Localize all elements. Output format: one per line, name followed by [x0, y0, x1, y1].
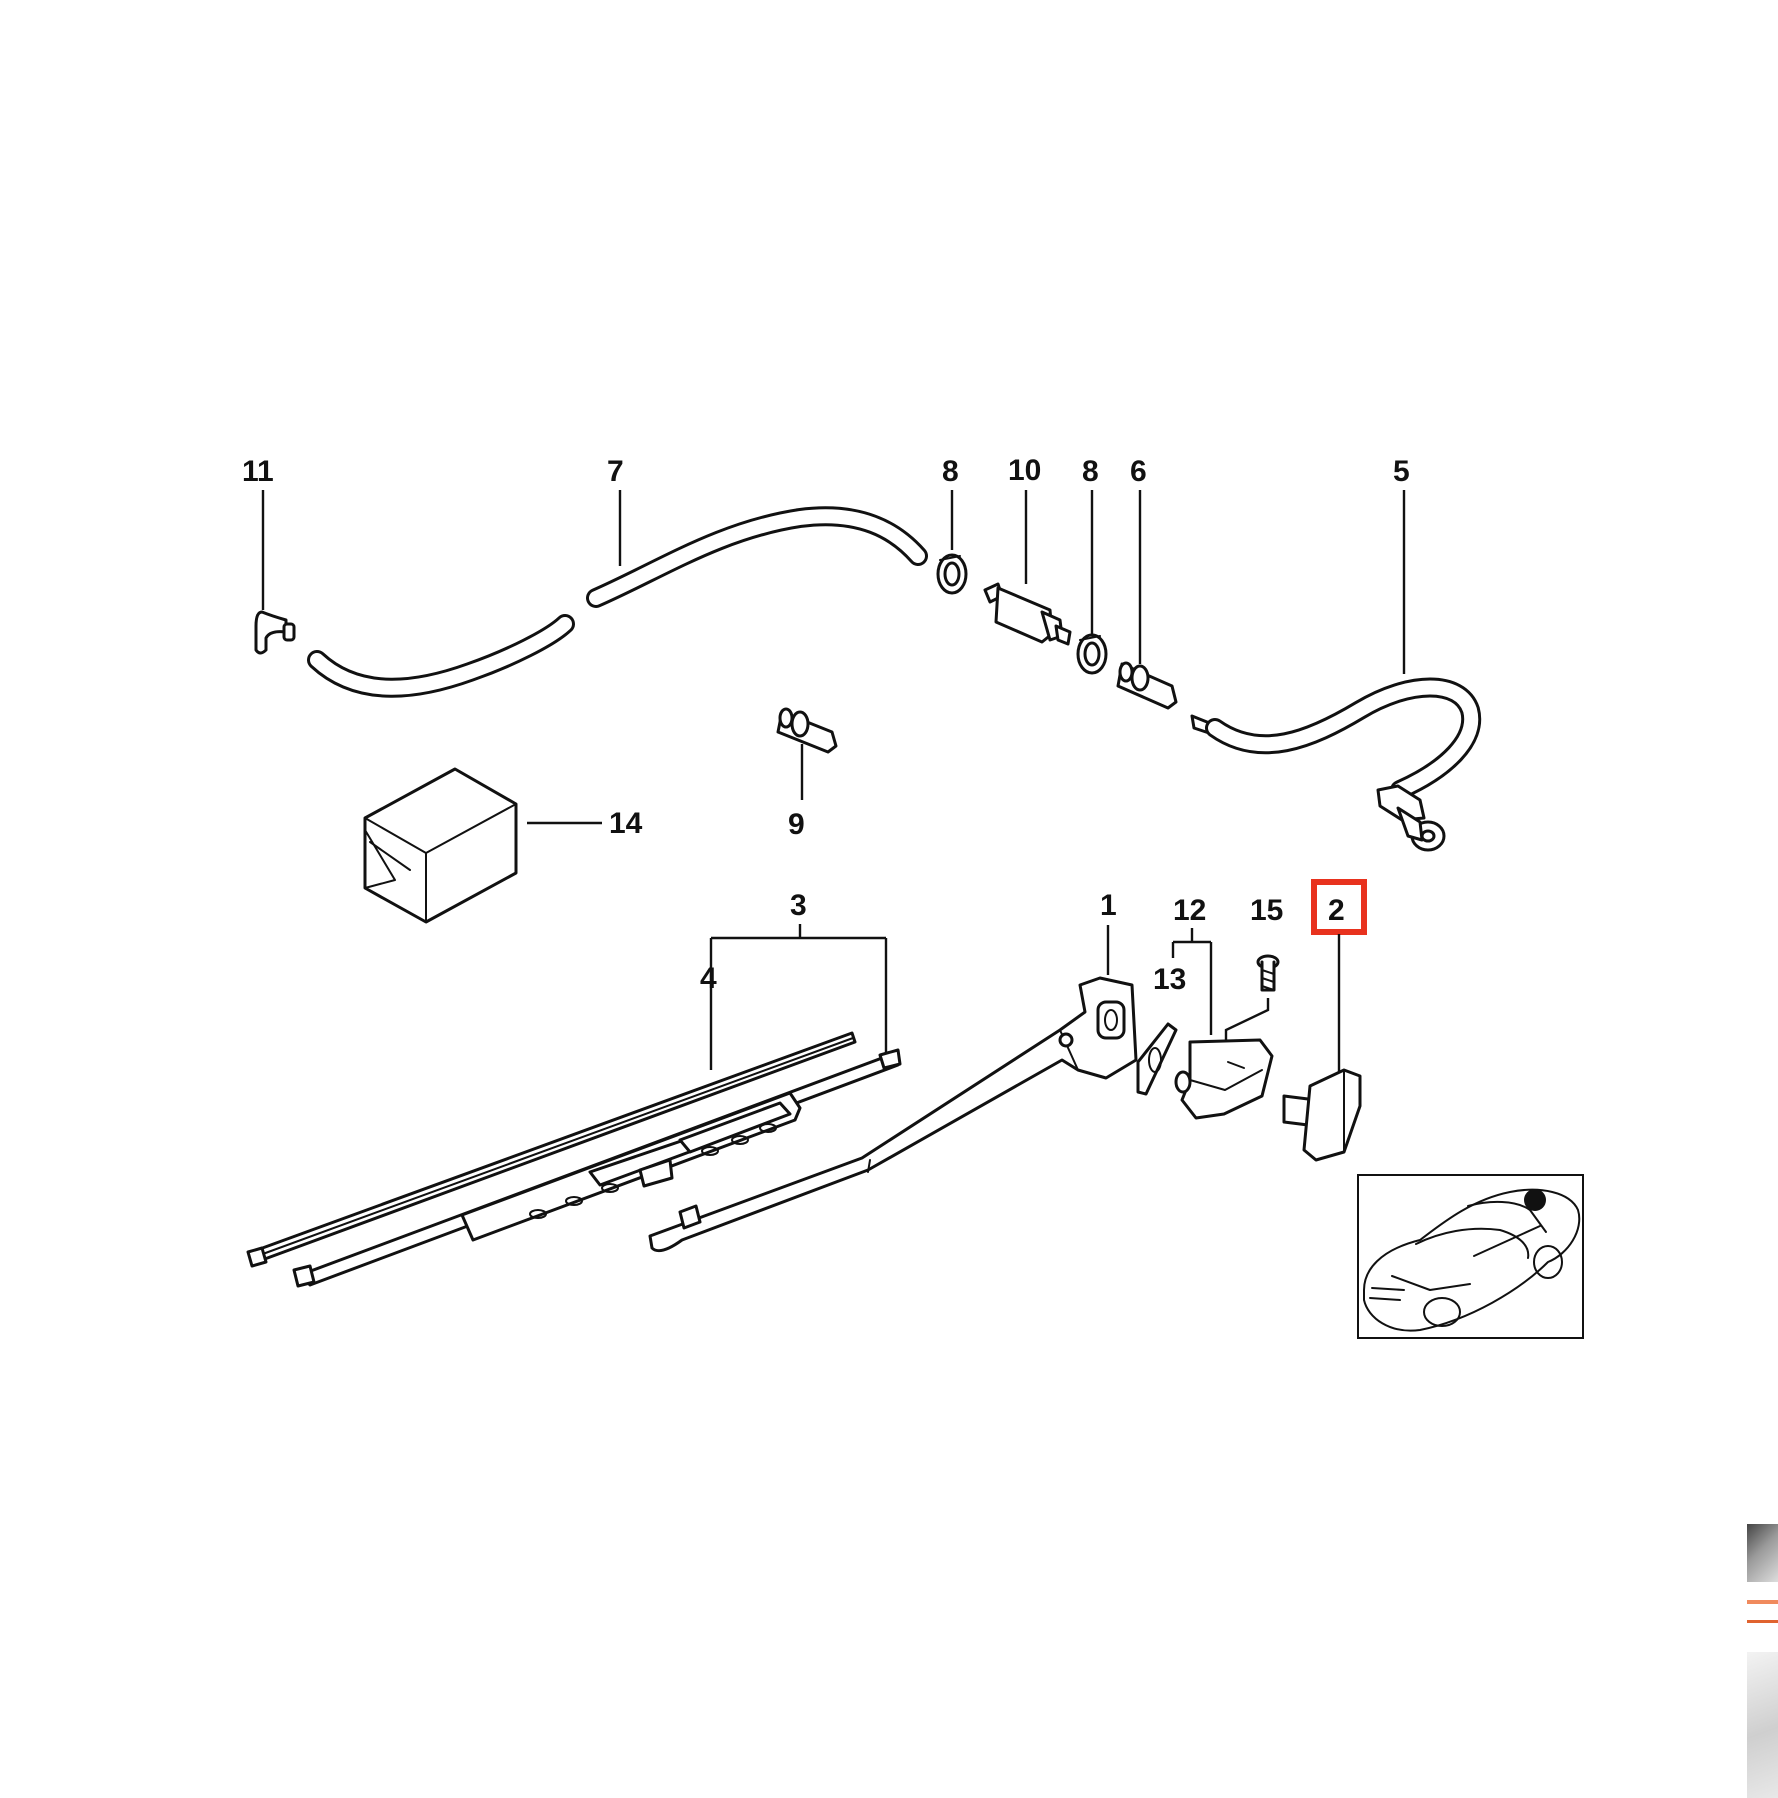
- part-10-check-valve: [983, 582, 1072, 646]
- callout-13[interactable]: 13: [1153, 963, 1186, 996]
- thumbnail-divider-2: [1747, 1620, 1778, 1623]
- callout-10[interactable]: 10: [1008, 454, 1041, 487]
- part-2-cover-cap: [1282, 1068, 1362, 1162]
- callout-15[interactable]: 15: [1250, 894, 1283, 927]
- locator-marker-dot: [1524, 1189, 1546, 1211]
- part-3-wiper-blade: [292, 1048, 902, 1288]
- leader-lines: [261, 490, 1406, 1075]
- part-15-screw: [1256, 954, 1280, 992]
- part-8-hose-clamp: [936, 553, 968, 595]
- callout-4[interactable]: 4: [700, 962, 717, 995]
- callout-9[interactable]: 9: [788, 808, 805, 841]
- callout-8[interactable]: 8: [942, 455, 959, 488]
- part-14-box: [363, 767, 518, 924]
- cropped-thumbnail-top[interactable]: [1747, 1524, 1778, 1582]
- callout-2[interactable]: 2: [1328, 894, 1345, 927]
- car-outline-icon: [1363, 1188, 1581, 1332]
- callout-6[interactable]: 6: [1130, 455, 1147, 488]
- part-6-connector: [1116, 661, 1178, 710]
- callout-5[interactable]: 5: [1393, 455, 1410, 488]
- part-1-wiper-arm: [648, 976, 1138, 1253]
- hose-7: [307, 506, 928, 698]
- vehicle-locator-inset: [1357, 1174, 1584, 1339]
- part-11-elbow-connector: [254, 610, 296, 655]
- part-13-washer: [1136, 1022, 1178, 1096]
- callout-7[interactable]: 7: [607, 455, 624, 488]
- callout-14[interactable]: 14: [609, 807, 643, 840]
- hose-5-with-nozzle: [1190, 677, 1482, 852]
- cropped-thumbnail-bottom[interactable]: [1747, 1652, 1778, 1798]
- callout-2-highlight-box: [1311, 879, 1367, 935]
- part-9-connector: [776, 707, 838, 754]
- thumbnail-divider: [1747, 1600, 1778, 1604]
- part-12-bracket: [1174, 1038, 1274, 1120]
- callout-12[interactable]: 12: [1173, 894, 1206, 927]
- callout-3[interactable]: 3: [790, 889, 807, 922]
- part-8-hose-clamp-2: [1076, 633, 1108, 675]
- callout-11[interactable]: 11: [242, 455, 274, 488]
- callout-1[interactable]: 1: [1100, 889, 1117, 922]
- callout-8[interactable]: 8: [1082, 455, 1099, 488]
- part-4-wiper-rubber: [246, 1031, 857, 1268]
